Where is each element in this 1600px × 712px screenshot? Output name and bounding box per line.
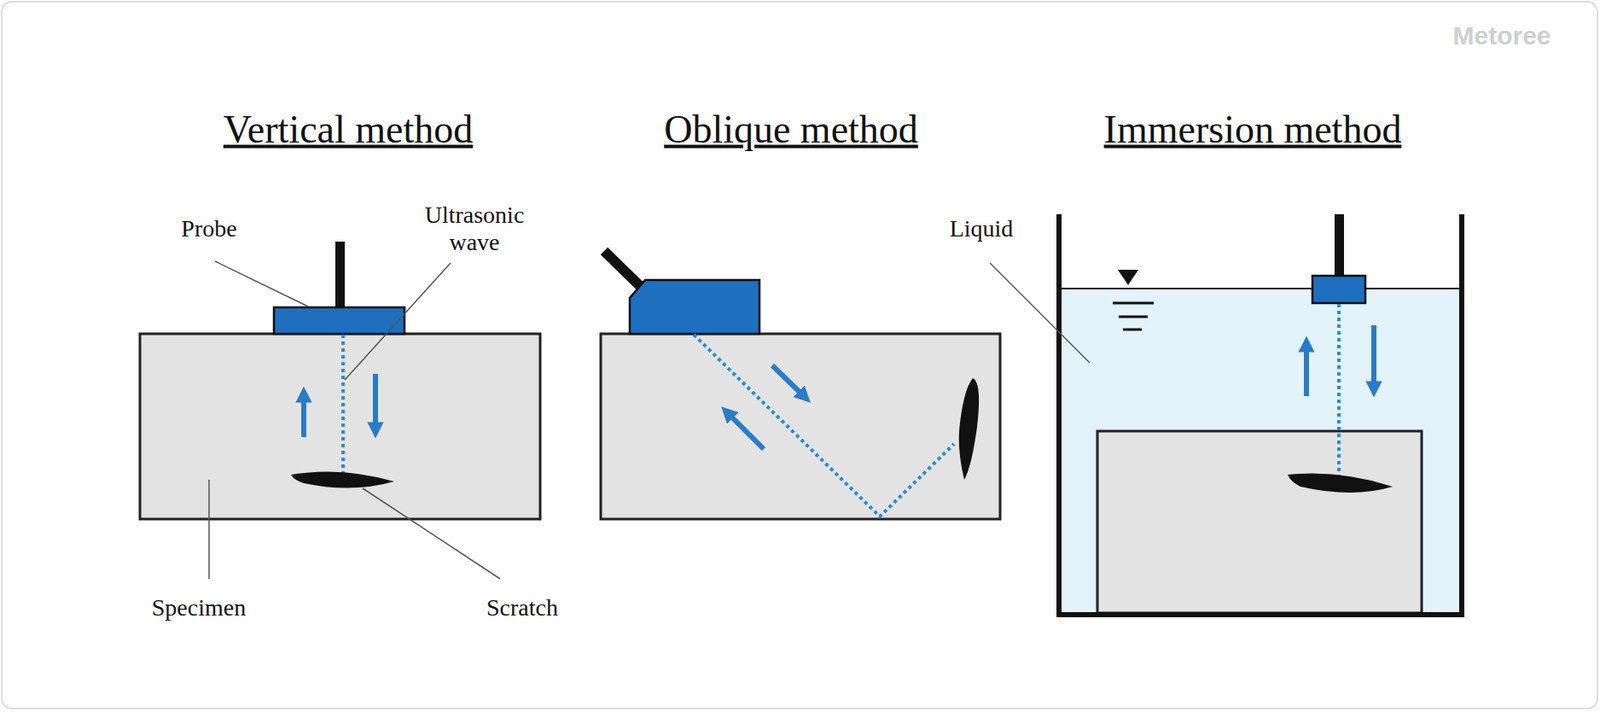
- specimen-block: [600, 333, 1001, 519]
- ultrasonic-beam: [693, 334, 955, 517]
- pulse-arrow: [372, 373, 379, 431]
- tank: [1058, 214, 1462, 615]
- leader-line: [362, 488, 501, 579]
- water-level-symbol: [1118, 315, 1148, 319]
- leader-line: [215, 261, 309, 307]
- water-surface: [1058, 287, 1462, 290]
- scratch-flaw: [1287, 473, 1393, 493]
- pulse-arrow: [1371, 325, 1377, 390]
- probe: [273, 307, 405, 334]
- part-label: Ultrasonic wave: [410, 201, 539, 256]
- scratch-flaw: [959, 378, 979, 480]
- echo-arrow: [1303, 343, 1310, 396]
- echo-arrow: [727, 412, 764, 449]
- pulse-arrow: [772, 365, 805, 397]
- specimen-block: [1097, 430, 1422, 613]
- specimen-block: [139, 333, 541, 519]
- water-level-symbol: [1122, 328, 1142, 332]
- angle-probe: [629, 279, 760, 334]
- section-title: Vertical method: [223, 107, 474, 153]
- water-level-symbol: [1117, 269, 1139, 286]
- ultrasonic-beam: [1337, 303, 1341, 485]
- leader-line: [208, 479, 210, 579]
- water-level-symbol: [1112, 302, 1154, 305]
- part-label: Liquid: [949, 215, 1014, 243]
- leader-line: [344, 262, 451, 380]
- probe: [1312, 275, 1366, 303]
- leader-line: [989, 262, 1090, 363]
- echo-arrow: [301, 394, 307, 437]
- scratch-flaw: [290, 471, 395, 488]
- part-label: Specimen: [151, 593, 246, 622]
- probe-handle: [604, 250, 645, 291]
- liquid: [1058, 288, 1462, 615]
- probe-handle: [335, 241, 345, 309]
- section-title: Immersion method: [1104, 107, 1403, 153]
- section-title: Oblique method: [663, 107, 919, 153]
- ultrasonic-beam: [341, 334, 345, 485]
- probe-handle: [1334, 214, 1344, 278]
- part-label: Probe: [180, 215, 237, 243]
- part-label: Scratch: [486, 593, 559, 622]
- watermark: Metoree: [1452, 21, 1551, 52]
